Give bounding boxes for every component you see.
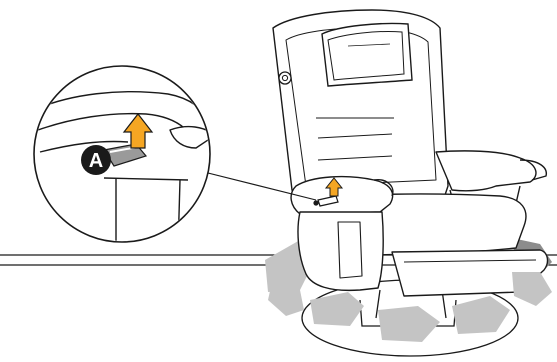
rotation-segment bbox=[378, 306, 440, 342]
detail-magnifier bbox=[33, 65, 211, 243]
callout-label: A bbox=[89, 150, 103, 172]
lever bbox=[313, 195, 339, 207]
left-armrest bbox=[290, 175, 394, 292]
rotation-segment bbox=[452, 296, 510, 334]
rotation-segment bbox=[512, 272, 552, 306]
rotation-segment bbox=[268, 282, 304, 316]
upward-arrow-icon bbox=[122, 113, 154, 149]
rotation-segment bbox=[310, 292, 364, 326]
callout-badge: A bbox=[81, 145, 111, 175]
upward-arrow-icon bbox=[324, 177, 344, 197]
leader-line bbox=[195, 169, 317, 201]
side-button bbox=[278, 71, 292, 85]
headrest bbox=[321, 22, 413, 87]
rotation-indicator-front bbox=[268, 272, 552, 342]
